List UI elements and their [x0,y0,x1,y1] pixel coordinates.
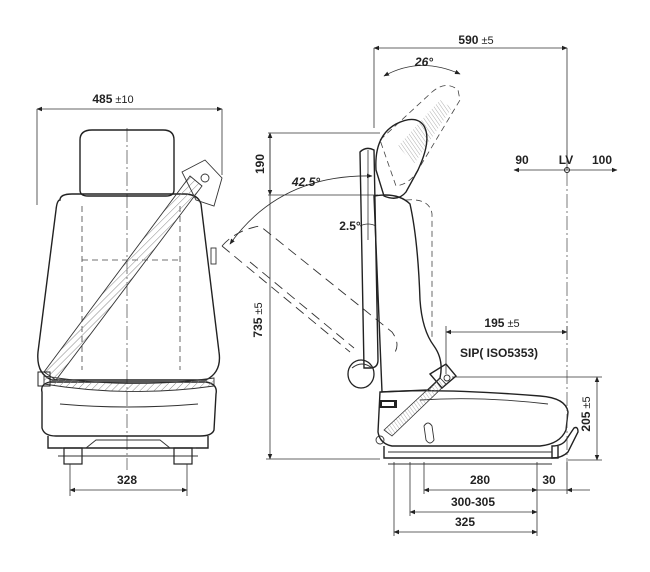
headrest-angle-label: 26° [414,55,433,69]
front-seat-inner [59,403,199,408]
front-belt-anchor [181,159,223,207]
side-lap-belt [383,377,447,437]
front-lever [551,426,579,459]
lumbar-knob [347,359,375,389]
backrest-cushion-side [373,194,442,393]
sip-height-label: 205±5 [579,396,593,431]
backrest-side [359,147,379,369]
backrest-dashed-outline [405,199,433,340]
front-width-label: 485±10 [92,92,133,106]
recline-angle-arc [229,173,373,245]
badge-plate-inner [382,402,394,406]
recline-angle-label: 42.5° [291,175,320,189]
side-adjust-slot [423,422,435,444]
front-belt-anchor-bolt [200,173,210,183]
lv-point [564,167,570,173]
dim-280-label: 280 [470,473,490,487]
headrest-tilted-outline [379,85,461,187]
backrest-reclined-outline [221,225,398,357]
front-backrest [37,193,221,381]
backrest-reclined-inner [249,261,355,349]
side-belt-buckle-bolt [443,374,451,382]
dim-325-label: 325 [455,515,475,529]
front-headrest [79,129,175,197]
seat-cushion-side [377,389,569,447]
sip-offset-label: 195±5 [484,316,519,330]
front-base-frame [62,439,196,449]
seat-cushion-top [419,398,549,405]
side-base [383,446,559,459]
lumbar-knob-detail [351,363,373,369]
dim-300-305-label: 300-305 [451,495,495,509]
sip-label: SIP( ISO5353) [460,346,538,360]
lv-plus-label: 100 [592,153,612,167]
front-base [47,436,209,449]
side-pivot [375,435,385,445]
front-view: 485±10 328 [36,92,223,496]
depth-label: 590±5 [458,33,493,47]
dim-30-label: 30 [542,473,556,487]
lv-minus-label: 90 [515,153,529,167]
backrest-base-angle-label: 2.5° [339,219,361,233]
headrest-angle-arc [383,65,461,77]
front-buckle [37,371,51,387]
base-width-label: 328 [117,473,137,487]
headrest-tilted-hatch [398,100,452,164]
headrest-height-label: 190 [253,154,267,174]
side-view: 590±5 26° 190 735±5 42.5° 2.5° [221,33,618,536]
height-label: 735±5 [251,302,265,337]
front-lap-belt [43,375,215,392]
front-side-knob [210,247,217,265]
front-shoulder-belt [43,175,203,381]
lv-label: LV [559,153,573,167]
backrest-reclined-edge [221,245,351,353]
